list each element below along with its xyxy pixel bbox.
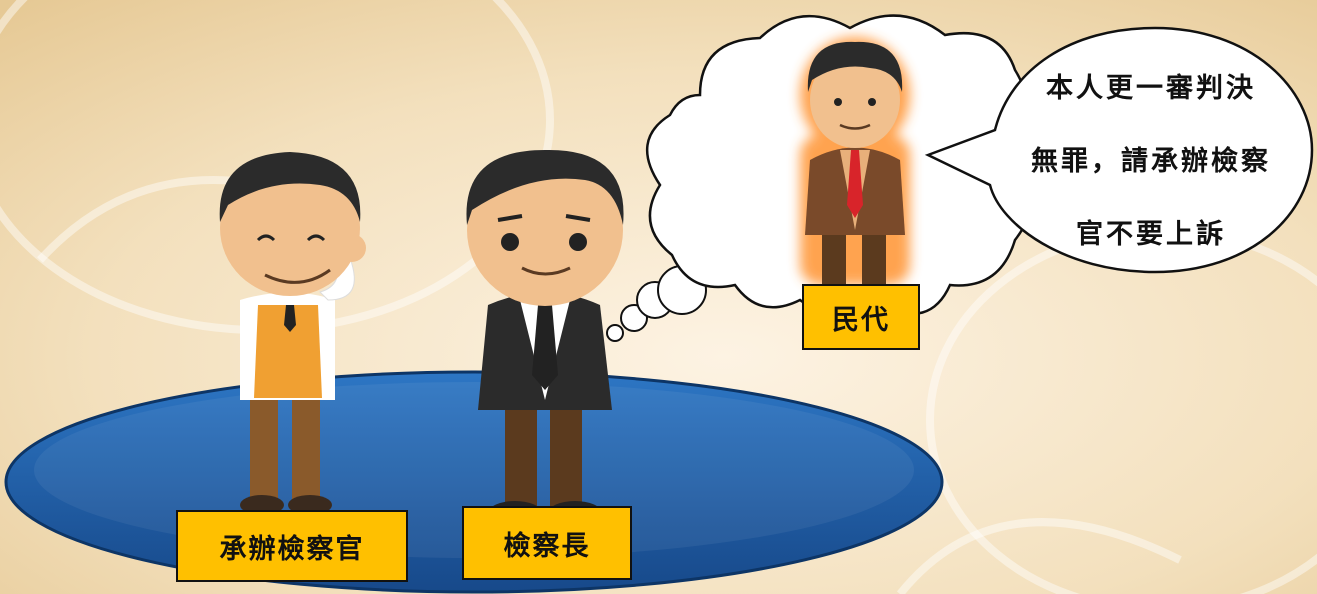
speech-line-3: 官不要上訴: [1076, 219, 1226, 250]
speech-text: 本人更一審判決 無罪，請承辦檢察 官不要上訴: [992, 52, 1310, 271]
chief-figure: [466, 149, 624, 523]
speech-line-2: 無罪，請承辦檢察: [1031, 146, 1271, 177]
legislator-figure: [800, 37, 910, 300]
speech-line-1: 本人更一審判決: [1046, 73, 1256, 104]
speech-bubble: [924, 26, 1314, 274]
prosecutor-label: 承辦檢察官: [176, 510, 408, 582]
chief-label: 檢察長: [462, 506, 632, 580]
thought-trail: [606, 265, 707, 342]
prosecutor-figure: [219, 152, 366, 515]
legislator-label: 民代: [802, 284, 920, 350]
